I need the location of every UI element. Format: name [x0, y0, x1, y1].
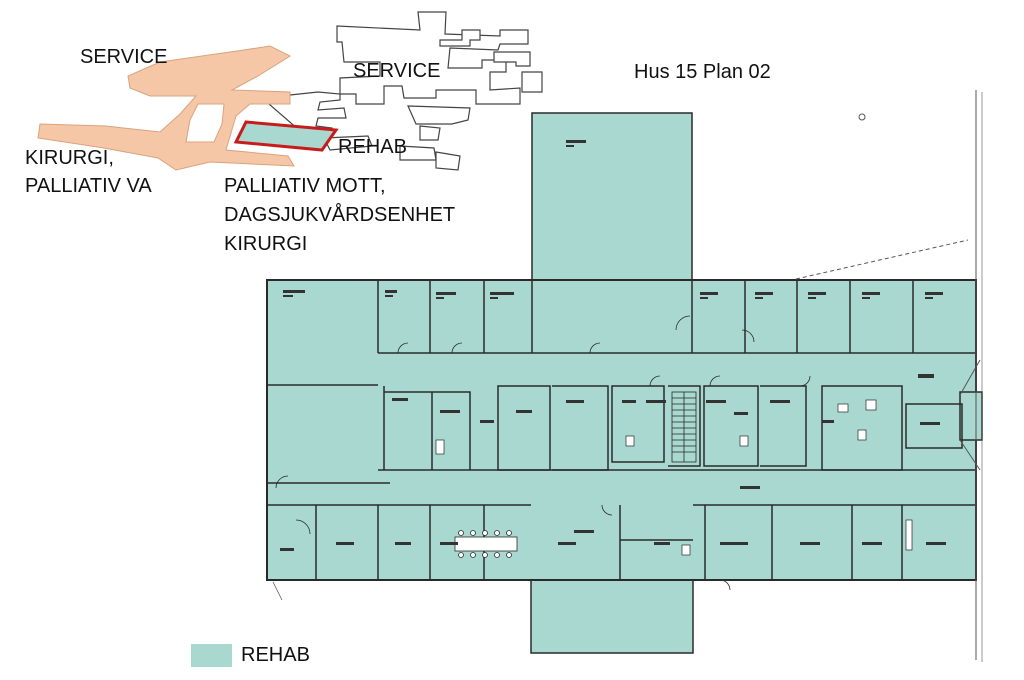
main-body [266, 279, 977, 581]
wc-icon [435, 399, 913, 556]
floor-plan [266, 90, 983, 662]
stair-icon [671, 391, 697, 463]
keymap-label-service-left: SERVICE [80, 46, 168, 68]
room-annotations [280, 140, 946, 551]
site-lines [272, 90, 983, 662]
table-icon [454, 530, 518, 558]
keymap-label-kirurgi-1: KIRURGI, [25, 147, 114, 169]
keymap [37, 11, 543, 171]
rehab-highlight [233, 120, 339, 152]
page-title: Hus 15 Plan 02 [634, 61, 771, 83]
keymap-label-palliativ-1: PALLIATIV MOTT, [224, 175, 386, 197]
keymap-label-palliativ-2: DAGSJUKVÅRDSENHET [224, 204, 456, 226]
walls [267, 280, 976, 580]
legend-label-rehab: REHAB [241, 644, 310, 666]
keymap-label-service-right: SERVICE [353, 60, 441, 82]
legend-swatch-rehab [191, 644, 232, 667]
keymap-label-rehab: REHAB [338, 136, 407, 158]
keymap-label-kirurgi-2: PALLIATIV VA [25, 175, 152, 197]
keymap-label-palliativ-3: KIRURGI [224, 233, 308, 255]
door-swing-icon [275, 315, 811, 591]
campus-corridor [37, 45, 295, 171]
